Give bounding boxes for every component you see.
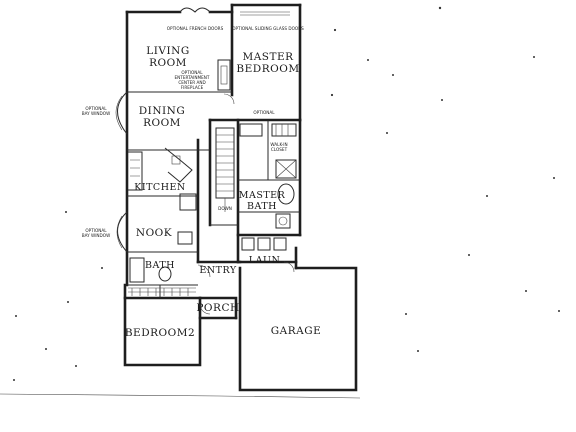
nook-bay-note: BAY WINDOW [82,233,110,238]
walk-in-closet-label: CLOSET [271,147,288,152]
fixtures [115,7,297,315]
living-room-label: LIVING [146,45,189,57]
dining-bay-note: BAY WINDOW [82,111,110,116]
bath-label: BATH [145,260,175,271]
porch-label: PORCH [196,302,239,314]
laundry-label: LAUN. [249,255,283,266]
master-bath-label: MASTER [239,190,286,201]
scan-bottom-line [0,393,361,399]
fireplace-note: CENTER AND [178,80,205,85]
fireplace-note: ENTERTAINMENT [174,75,209,80]
master-bath-label: BATH [247,201,277,212]
room-labels: LIVING ROOM MASTER BEDROOM DINING ROOM K… [125,45,321,339]
kitchen-label: KITCHEN [134,182,186,193]
nook-bay-note: OPTIONAL [85,228,107,233]
master-bedroom-label: MASTER [242,51,294,63]
dining-bay-note: OPTIONAL [85,106,107,111]
dining-room-label: DINING [139,105,185,117]
entry-label: ENTRY [199,265,236,276]
fireplace-note: OPTIONAL [181,70,203,75]
master-option-note: OPTIONAL [253,110,275,115]
garage-label: GARAGE [271,325,322,337]
nook-label: NOOK [136,227,172,239]
living-room-label: ROOM [149,57,187,69]
sliding-doors-note: OPTIONAL SLIDING GLASS DOORS [232,26,304,31]
option-notes: OPTIONAL FRENCH DOORS OPTIONAL SLIDING G… [82,26,304,238]
stairs-down-label: DOWN [218,206,232,211]
dining-room-label: ROOM [143,117,181,129]
fireplace-note: FIREPLACE [181,85,204,90]
master-bedroom-label: BEDROOM [236,63,299,75]
exterior-walls [123,3,358,392]
walk-in-closet-label: WALK-IN [270,142,287,147]
interior-walls [127,91,300,298]
scan-specks [13,6,560,381]
french-doors-note: OPTIONAL FRENCH DOORS [167,26,224,31]
bedroom2-label: BEDROOM2 [125,327,195,339]
